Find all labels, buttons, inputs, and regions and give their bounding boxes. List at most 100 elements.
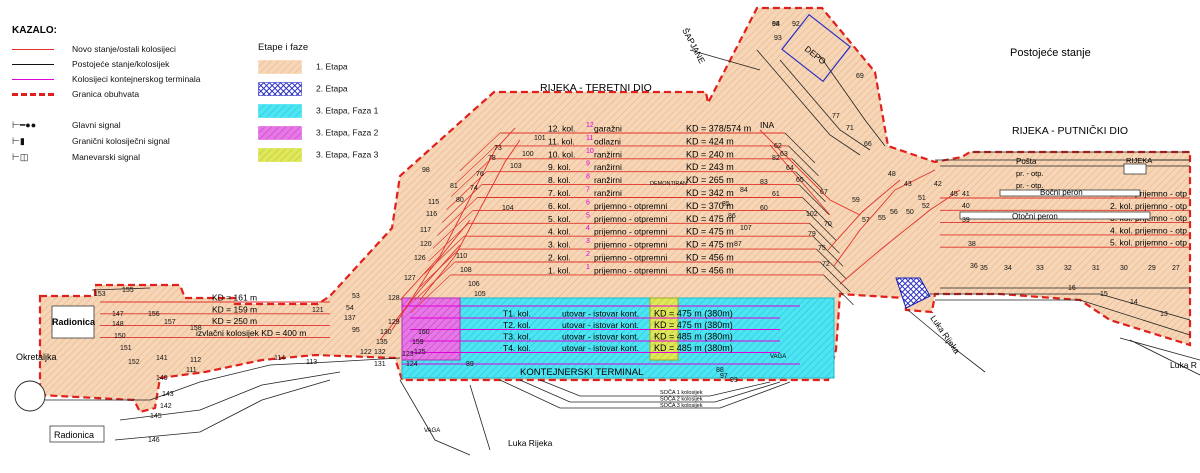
freight-track-exit [784,132,816,164]
terminal-track-kd: KD = 485 m (380m) [654,332,733,342]
freight-track-marker: 3 [586,238,590,245]
switch-number: 33 [1036,265,1044,272]
new-tracks-fans [379,127,961,341]
freight-track-exit [802,197,833,228]
station-building [1123,163,1147,175]
switch-number: 140 [156,375,168,382]
freight-track-use: ranžirni [594,188,622,198]
terminal-track-use: utovar - istovar kont. [562,343,639,353]
boundary-signal-icon: ⊢▮ [12,136,25,146]
switch-number: 43 [904,181,912,188]
freight-track-kd: KD = 475 m [686,240,734,250]
legend-etapa-label: 1. Etapa [316,61,348,72]
freight-track-marker: 1 [586,264,590,271]
vaga-label-2: VAGA [770,354,786,360]
switch-number: 128 [388,295,400,302]
freight-track-marker: 10 [586,148,594,155]
freight-track-marker: 12 [586,122,594,129]
legend-etapa-item: 2. Etapa [258,82,348,96]
etape-title: Etape i faze [258,42,309,53]
terminal-track-number: T4. kol. [503,343,531,353]
switch-number: 45 [950,191,958,198]
freight-track-marker: 2 [586,251,590,258]
freight-track-kd: KD = 342 m [686,188,734,198]
radionica-building [51,305,95,339]
freight-track-marker: 4 [586,225,590,232]
legend-line-label: Novo stanje/ostali kolosijeci [72,44,176,54]
switch-number: 99 [730,377,738,384]
freight-track-lead [437,197,478,236]
switch-number: 34 [1004,265,1012,272]
freight-track-marker: 7 [586,187,590,194]
freight-track-kd: KD = 378/574 m [686,124,751,134]
switch-number: 66 [864,141,872,148]
legend-line-label: Postojeće stanje/kolosijek [72,59,170,69]
switch-number: 125 [414,349,426,356]
freight-track-kd: KD = 424 m [686,136,734,146]
switch-number: 57 [862,217,870,224]
switch-number: 74 [470,185,478,192]
existing-tracks [45,49,1200,456]
switch-number: 158 [190,325,202,332]
switch-number: 132 [374,349,386,356]
freight-track-use: ranžirni [594,149,622,159]
switch-number: 98 [422,167,430,174]
freight-track-exit [788,145,819,177]
freight-track-marker: 9 [586,161,590,168]
left-track-kd: izvlačni kolosijek KD = 400 m [196,328,306,338]
freight-track-lead [446,171,487,210]
switch-number: 111 [186,367,197,374]
switch-number: 156 [148,311,160,318]
legend-etapa-swatch [258,82,302,96]
freight-track-use: prijemno - otpremni [594,214,667,224]
switch-number: 131 [374,361,386,368]
freight-track-marker: 8 [586,174,590,181]
switch-number: 150 [114,333,126,340]
switch-number: 48 [888,171,896,178]
switch-number: 122 [360,349,372,356]
freight-track-kd: KD = 370 m [686,201,734,211]
etapa-3-faza-1-area [401,297,835,379]
switch-number: 127 [404,275,416,282]
legend-signal-label: Glavni signal [72,120,121,130]
switch-number: 64 [786,165,794,172]
freight-track-exit [809,223,840,254]
switch-number: 101 [534,135,546,142]
freight-track-use: prijemno - otpremni [594,240,667,250]
switch-number: 151 [120,345,132,352]
shunting-signal-icon: ⊢◫ [12,152,29,162]
switch-number: 77 [832,113,840,120]
switch-number: 92 [792,21,800,28]
freight-track-number: 6. kol. [548,201,571,211]
main-signal-icon: ⊢━●● [12,120,37,130]
freight-track-exit [819,261,851,293]
switch-number: 14 [1130,299,1138,306]
switch-number: 112 [190,357,201,364]
freight-track-number: 9. kol. [548,162,571,172]
switch-number: 32 [1064,265,1072,272]
switch-number: 72 [822,261,830,268]
legend-etapa-swatch [258,104,302,118]
switch-number: 83 [760,179,768,186]
legend-line-swatch [12,64,54,66]
legend-etapa-swatch [258,126,302,140]
switch-number: 41 [962,191,970,198]
switch-number: 93 [774,35,782,42]
freight-track-number: 7. kol. [548,188,571,198]
switch-number: 59 [852,197,860,204]
ina-label: INA [760,120,775,130]
switch-number: 160 [418,329,430,336]
legend-etapa-label: 3. Etapa, Faza 3 [316,149,379,160]
freight-track-use: odlazni [594,136,621,146]
switch-number: 69 [856,73,864,80]
freight-track-number: 3. kol. [548,240,571,250]
freight-track-use: prijemno - otpremni [594,201,667,211]
switch-number: 71 [846,125,854,132]
switch-number: 135 [376,339,388,346]
freight-track-lead [455,145,496,185]
left-track-kd: KD = 159 m [212,304,257,314]
passenger-track-label: 5. kol. prijemno - otp [1110,238,1187,248]
radionica-building-2 [49,425,105,443]
postojece-label: Postojeće stanje [1010,47,1091,59]
switch-number: 75 [818,245,826,252]
